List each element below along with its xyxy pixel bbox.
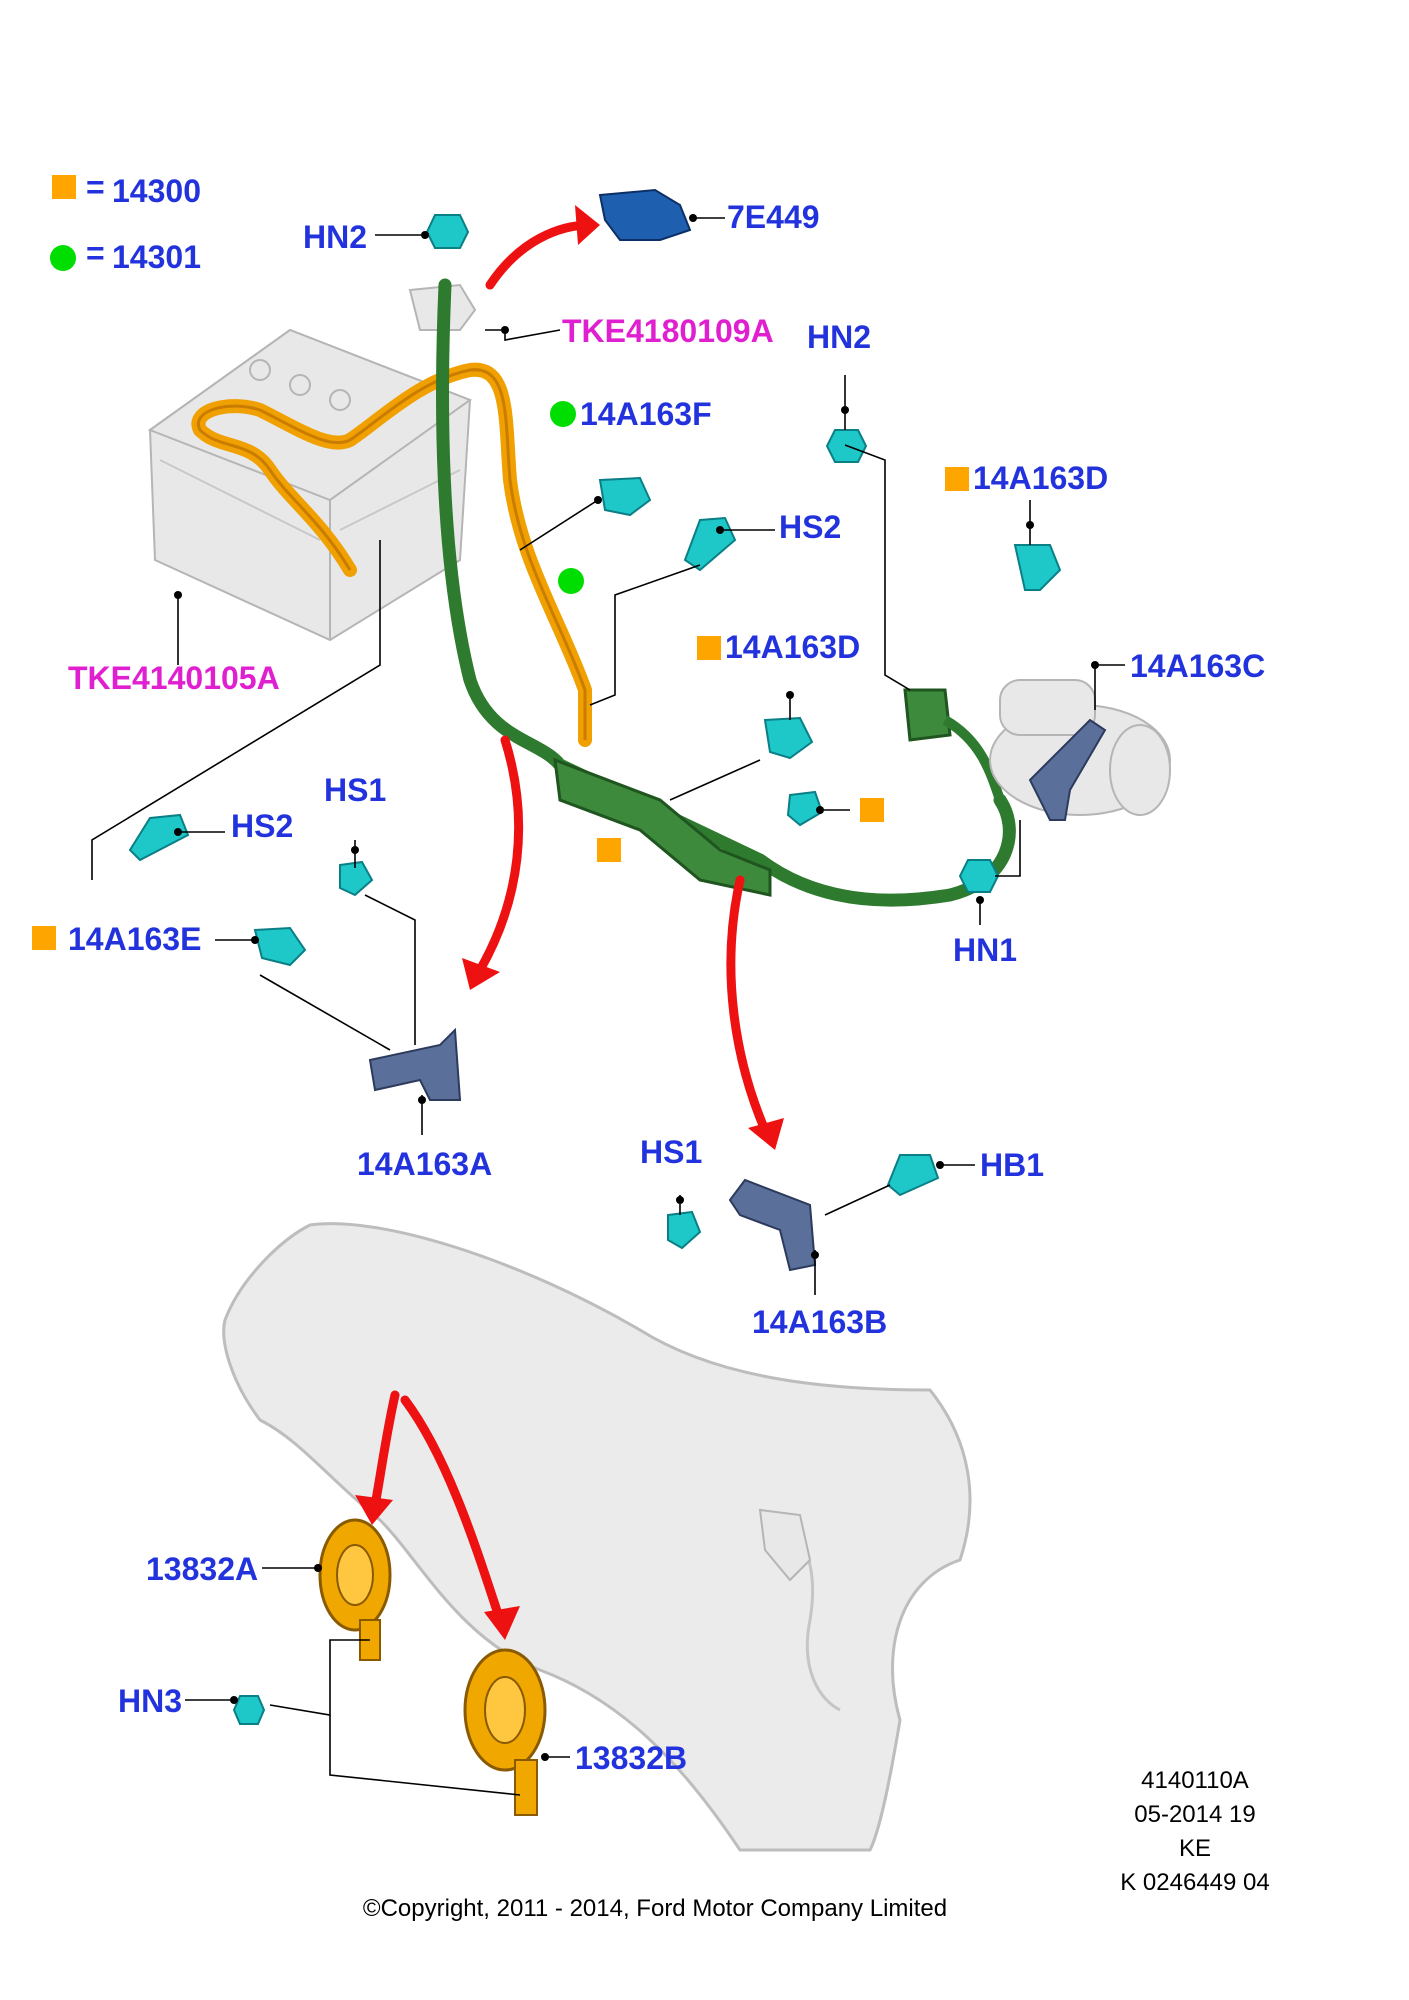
fender-illustration xyxy=(222,1222,972,1852)
legend-square-symbol xyxy=(52,175,76,199)
label-hs1-left: HS1 xyxy=(324,772,386,808)
callout-square-green-cable xyxy=(597,838,621,862)
14a163e-clip-icon xyxy=(253,926,307,967)
hn1-nut-icon xyxy=(958,859,1000,893)
label-14a163d-mid: 14A163D xyxy=(725,629,860,665)
hn3-nut-icon xyxy=(232,1695,266,1725)
reference-info: 4140110A 05-2014 19 KE K 0246449 04 ©Cop… xyxy=(363,1767,1270,1922)
label-hn2-top: HN2 xyxy=(303,219,367,255)
hs1-left-screw-icon xyxy=(339,860,374,897)
harness-clip-icon xyxy=(786,790,824,827)
leader-lines xyxy=(91,214,1125,1796)
14a163c-bracket-icon xyxy=(1028,718,1107,821)
7e449-clip-icon xyxy=(598,188,692,241)
label-13832b: 13832B xyxy=(575,1740,687,1776)
14a163a-bracket-icon xyxy=(368,1027,462,1101)
label-13832a: 13832A xyxy=(146,1551,258,1587)
14a163b-bracket-icon xyxy=(728,1178,817,1272)
hb1-bolt-icon xyxy=(886,1154,940,1197)
label-hn2-right: HN2 xyxy=(807,319,871,355)
label-hb1: HB1 xyxy=(980,1147,1044,1183)
green-cable-connector xyxy=(903,688,952,742)
green-battery-cable xyxy=(436,278,1016,907)
legend: = 14300 = 14301 xyxy=(50,169,201,275)
callout-circle-14301 xyxy=(558,568,584,594)
ref-illustration-number: 4140110A xyxy=(1141,1767,1249,1794)
label-hs2-left: HS2 xyxy=(231,808,293,844)
legend-circle-eq: = xyxy=(86,235,105,271)
14a163f-clip-icon xyxy=(598,476,652,517)
label-hn3: HN3 xyxy=(118,1683,182,1719)
legend-square-eq: = xyxy=(86,169,105,205)
hs1-lower-screw-icon xyxy=(667,1210,702,1250)
green-cable-harness xyxy=(553,757,772,897)
label-tke4140105a: TKE4140105A xyxy=(68,660,280,696)
callout-circle-14a163f xyxy=(550,401,576,427)
horn-13832b-icon xyxy=(463,1648,547,1816)
legend-circle-value: 14301 xyxy=(112,239,201,275)
label-14a163b: 14A163B xyxy=(752,1304,887,1340)
hs2-mid-screw-icon xyxy=(683,516,737,572)
label-hs2-mid: HS2 xyxy=(779,509,841,545)
horn-13832a-icon xyxy=(318,1518,392,1661)
ref-date-code: 05-2014 19 xyxy=(1134,1801,1255,1828)
label-14a163a: 14A163A xyxy=(357,1146,492,1182)
label-14a163f: 14A163F xyxy=(580,396,712,432)
red-arrows xyxy=(355,205,784,1640)
label-14a163c: 14A163C xyxy=(1130,648,1265,684)
label-7e449: 7E449 xyxy=(727,199,820,235)
ref-region-code: KE xyxy=(1179,1835,1211,1862)
callout-square-14a163d-mid xyxy=(697,636,721,660)
label-14a163d-right: 14A163D xyxy=(973,460,1108,496)
hs2-left-screw-icon xyxy=(128,813,190,862)
label-14a163e: 14A163E xyxy=(68,921,201,957)
battery-illustration xyxy=(147,283,477,642)
part-labels: HN2 7E449 TKE4180109A HN2 14A163F 14A163… xyxy=(68,199,1265,1776)
callout-square-14a163e xyxy=(32,926,56,950)
callout-square-harness xyxy=(860,798,884,822)
copyright-notice: ©Copyright, 2011 - 2014, Ford Motor Comp… xyxy=(363,1895,947,1922)
14a163d-right-clip-icon xyxy=(1013,544,1062,591)
14a163d-mid-clip-icon xyxy=(763,716,814,760)
hn2-top-nut-icon xyxy=(425,214,470,249)
label-tke4180109a: TKE4180109A xyxy=(562,313,774,349)
ref-catalog-number: K 0246449 04 xyxy=(1120,1869,1269,1896)
label-hs1-lower: HS1 xyxy=(640,1134,702,1170)
legend-square-value: 14300 xyxy=(112,173,201,209)
callout-square-14a163d-right xyxy=(945,467,969,491)
label-hn1: HN1 xyxy=(953,932,1017,968)
legend-circle-symbol xyxy=(50,245,76,271)
